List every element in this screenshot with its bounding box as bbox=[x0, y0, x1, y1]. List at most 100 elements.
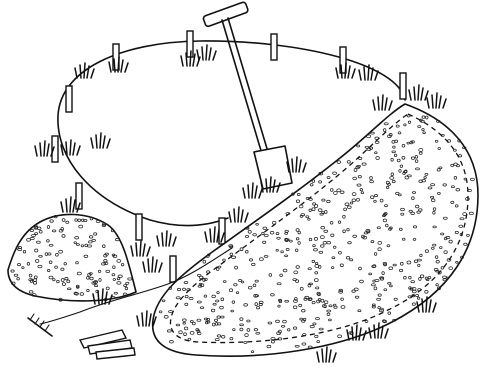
soil-speck bbox=[14, 274, 18, 276]
soil-speck bbox=[30, 237, 34, 239]
soil-sheet bbox=[153, 104, 478, 356]
soil-speck bbox=[49, 261, 52, 264]
soil-speck bbox=[57, 280, 60, 282]
soil-speck bbox=[106, 270, 110, 272]
soil-speck bbox=[47, 226, 49, 229]
soil-speck bbox=[65, 277, 68, 280]
grass-tuft bbox=[373, 95, 392, 110]
soil-speck bbox=[123, 293, 127, 295]
soil-speck bbox=[33, 282, 36, 285]
stake bbox=[66, 86, 72, 112]
soil-speck bbox=[52, 230, 56, 232]
soil-speck bbox=[118, 275, 122, 277]
rake bbox=[28, 314, 52, 336]
shovel-grip bbox=[203, 1, 249, 27]
soil-speck bbox=[36, 241, 40, 243]
stake bbox=[271, 34, 277, 60]
stake bbox=[170, 256, 176, 282]
soil-speck bbox=[85, 244, 88, 247]
grass-tuft bbox=[109, 57, 128, 72]
soil-speck bbox=[125, 287, 128, 290]
soil-speck bbox=[67, 280, 70, 283]
boards bbox=[80, 330, 135, 359]
grass-tuft bbox=[427, 93, 446, 108]
soil-speck bbox=[87, 277, 90, 280]
soil-speck bbox=[74, 242, 76, 244]
soil-speck bbox=[62, 234, 65, 237]
soil-speck bbox=[99, 278, 101, 281]
soil-speck bbox=[76, 244, 79, 246]
soil-speck bbox=[11, 270, 14, 272]
soil-speck bbox=[39, 231, 42, 234]
shovel bbox=[203, 1, 292, 189]
soil-speck bbox=[22, 267, 24, 269]
soil-speck bbox=[47, 240, 50, 242]
shovel-shaft-right bbox=[228, 18, 268, 152]
soil-speck bbox=[96, 220, 100, 222]
soil-speck bbox=[78, 219, 81, 222]
soil-speck bbox=[114, 292, 117, 294]
soil-speck bbox=[121, 264, 124, 266]
soil-speck bbox=[62, 283, 65, 286]
soil-speck bbox=[62, 219, 65, 222]
grass-tuft bbox=[359, 65, 378, 80]
soil-speck bbox=[49, 276, 53, 279]
soil-speck bbox=[81, 245, 84, 247]
dirt-pile-outline bbox=[8, 214, 136, 300]
soil-speck bbox=[59, 250, 63, 253]
grass-tuft bbox=[243, 183, 262, 198]
soil-speck bbox=[29, 291, 33, 294]
soil-speck bbox=[55, 266, 58, 268]
soil-speck bbox=[47, 269, 50, 271]
soil-speck bbox=[67, 288, 71, 290]
soil-speck bbox=[53, 279, 56, 281]
grass-tuft bbox=[91, 133, 110, 148]
stake bbox=[187, 31, 193, 57]
soil-speck bbox=[38, 265, 42, 268]
grass-tuft bbox=[35, 141, 54, 156]
soil-speck bbox=[126, 282, 129, 284]
soil-speck bbox=[17, 263, 20, 265]
soil-speck bbox=[49, 244, 53, 246]
soil-speck bbox=[90, 277, 94, 280]
soil-speck bbox=[98, 270, 100, 272]
soil-speck bbox=[35, 233, 38, 235]
soil-speck bbox=[33, 279, 36, 282]
soil-speck bbox=[31, 235, 35, 237]
soil-speck bbox=[117, 278, 120, 280]
soil-speck bbox=[106, 287, 109, 290]
soil-speck bbox=[94, 233, 97, 235]
soil-speck bbox=[104, 260, 107, 263]
grass-tuft bbox=[317, 347, 336, 362]
soil-speck bbox=[27, 262, 29, 265]
dirt-pile bbox=[8, 214, 136, 301]
soil-speck bbox=[113, 266, 116, 269]
soil-speck bbox=[77, 272, 81, 275]
shovel-shaft-left bbox=[222, 20, 262, 154]
soil-speck bbox=[45, 253, 48, 256]
soil-speck bbox=[34, 276, 37, 279]
grass-tuft bbox=[336, 63, 355, 78]
soil-speck bbox=[117, 259, 121, 262]
soil-speck bbox=[64, 262, 67, 265]
soil-speck bbox=[61, 279, 64, 282]
soil-speck bbox=[79, 225, 83, 228]
soil-speck bbox=[87, 289, 90, 291]
soil-speck bbox=[88, 241, 92, 243]
soil-speck bbox=[94, 285, 97, 287]
soil-speck bbox=[23, 250, 25, 253]
pile-soil-texture bbox=[11, 215, 132, 301]
soil-speck bbox=[35, 249, 38, 252]
soil-speck bbox=[80, 293, 83, 296]
grass-tuft bbox=[143, 257, 162, 272]
soil-speck bbox=[75, 219, 78, 222]
soil-speck bbox=[75, 237, 79, 239]
grass-tuft bbox=[157, 231, 176, 246]
soil-speck bbox=[89, 236, 93, 239]
soil-speck bbox=[61, 268, 64, 270]
rake-tine bbox=[45, 325, 49, 331]
soil-speck bbox=[17, 277, 20, 280]
soil-speck bbox=[39, 255, 43, 257]
stake bbox=[400, 73, 406, 99]
soil-speck bbox=[36, 260, 39, 263]
